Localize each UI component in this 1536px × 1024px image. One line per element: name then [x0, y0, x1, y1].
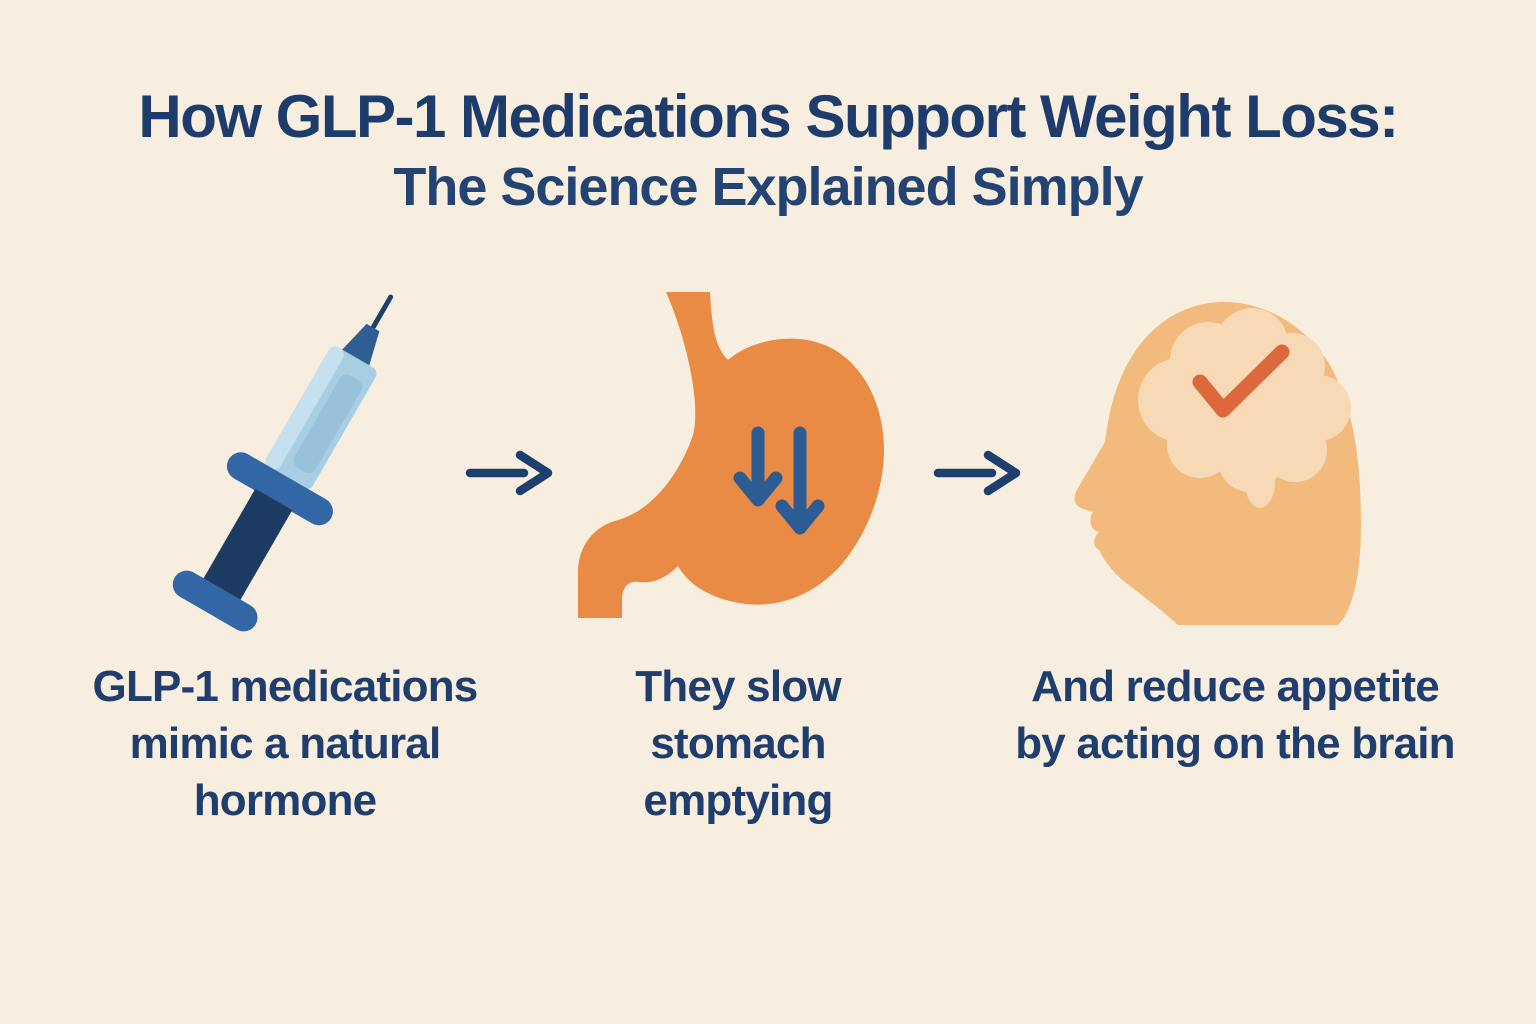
caption-line: stomach — [650, 719, 826, 768]
caption-line: hormone — [193, 776, 377, 825]
caption-line: mimic a natural — [129, 719, 442, 768]
head-brain-check-icon — [1074, 301, 1361, 625]
stomach-slow-emptying-icon — [578, 292, 884, 618]
caption-line: They slow — [635, 662, 841, 711]
flow-arrow-icon — [933, 450, 1021, 496]
page-title: How GLP-1 Medications Support Weight Los… — [138, 83, 1399, 150]
slow-down-arrow-icon — [733, 426, 783, 507]
syringe-flange — [226, 452, 333, 526]
page-subtitle: The Science Explained Simply — [393, 157, 1143, 217]
step-caption-stomach: They slow stomach emptying — [588, 658, 888, 829]
step-caption-brain: And reduce appetite by acting on the bra… — [990, 658, 1480, 772]
caption-line: And reduce appetite — [1031, 662, 1440, 711]
caption-line: GLP-1 medications — [92, 662, 479, 711]
syringe-needle — [366, 294, 394, 337]
brain-shape — [1138, 308, 1351, 508]
syringe-plunger-cap — [172, 570, 258, 632]
syringe-plunger — [202, 488, 293, 602]
caption-line: by acting on the brain — [1015, 719, 1455, 768]
syringe-icon — [172, 294, 394, 632]
flow-arrow-icon — [465, 450, 553, 496]
checkmark-icon — [1192, 344, 1290, 418]
slow-down-arrow-icon — [775, 426, 825, 535]
stomach-shape — [578, 292, 884, 618]
caption-line: emptying — [643, 776, 833, 825]
step-caption-medication: GLP-1 medications mimic a natural hormon… — [60, 658, 510, 829]
